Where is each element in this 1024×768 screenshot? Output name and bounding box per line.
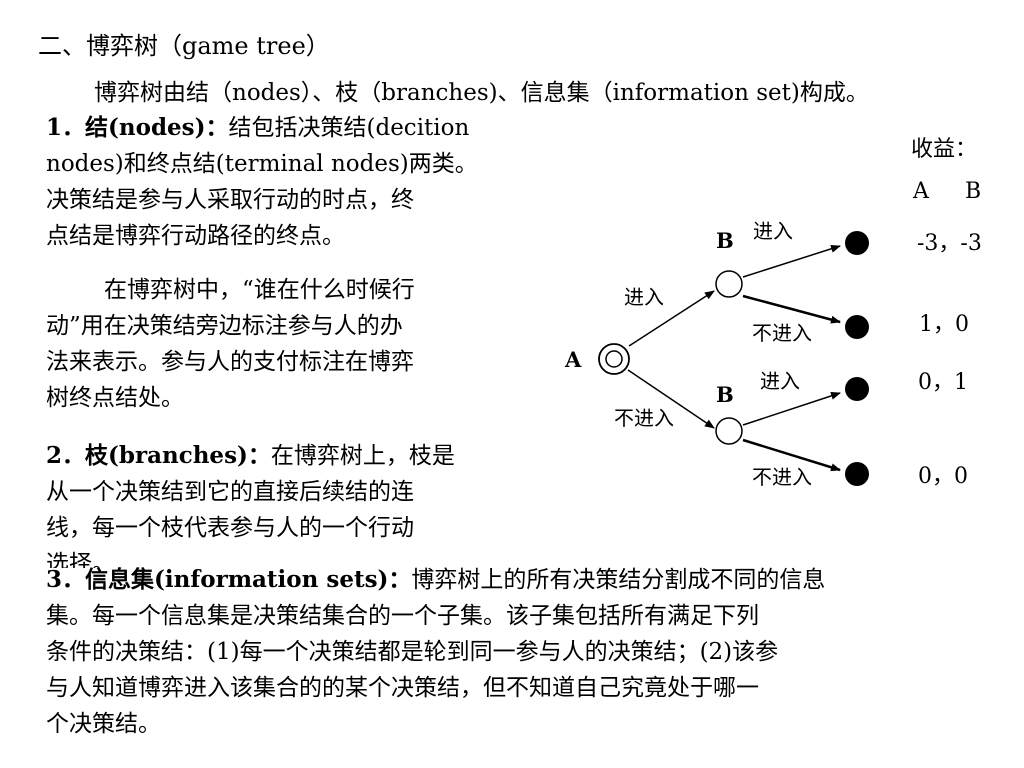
section-nodes-line: 点结是博弈行动路径的终点。 — [46, 223, 345, 249]
branch-root-enter — [628, 290, 715, 347]
root-decision-node-inner — [605, 350, 623, 368]
root-player-label: A — [564, 347, 582, 372]
section-branches-line: 从一个决策结到它的直接后续结的连 — [46, 479, 414, 505]
payoff-value: 0，0 — [918, 464, 968, 489]
node-b1-player-label: B — [716, 228, 734, 253]
branch-b1-not-enter — [742, 294, 841, 324]
payoff-header-b: B — [965, 179, 981, 204]
section-nodes-line: 决策结是参与人采取行动的时点，终 — [46, 187, 414, 213]
edge-label-b1-not-enter: 不进入 — [752, 321, 812, 345]
edge-label-b2-enter: 进入 — [760, 369, 800, 393]
terminal-node-1 — [845, 231, 869, 255]
notation-line: 树终点结处。 — [46, 385, 184, 411]
edge-label-root-not-enter: 不进入 — [614, 406, 674, 430]
terminal-node-2 — [845, 315, 869, 339]
edge-label-b1-enter: 进入 — [753, 219, 793, 243]
section-infosets-line: 条件的决策结：(1)每一个决策结都是轮到同一参与人的决策结；(2)该参 — [46, 639, 779, 665]
payoff-value: -3，-3 — [917, 231, 982, 256]
section-branches-line: 线，每一个枝代表参与人的一个行动 — [46, 515, 414, 541]
terminal-node-3 — [845, 377, 869, 401]
section-infosets-heading: 3．信息集(information sets)： — [46, 566, 412, 593]
section-nodes-heading: 1．结(nodes)： — [46, 114, 229, 141]
branch-b1-enter — [742, 244, 841, 278]
section-information-sets: 3．信息集(information sets)：博弈树上的所有决策结分割成不同的… — [46, 562, 825, 742]
intro-text: 博弈树由结（nodes）、枝（branches)、信息集（information… — [94, 80, 869, 106]
section-infosets-line: 个决策结。 — [46, 711, 161, 737]
section-branches-heading: 2．枝(branches)： — [46, 442, 271, 469]
edge-label-root-enter: 进入 — [624, 285, 664, 309]
branch-b2-enter — [742, 392, 841, 426]
notation-line: 动”用在决策结旁边标注参与人的办 — [46, 313, 403, 339]
decision-node-b2 — [715, 417, 743, 445]
terminal-node-4 — [845, 462, 869, 486]
section-branches-line: 在博弈树上，枝是 — [270, 443, 455, 469]
payoff-title: 收益： — [911, 137, 977, 162]
branch-b2-not-enter — [742, 438, 841, 472]
notation-line: 在博弈树中，“谁在什么时候行 — [104, 277, 415, 303]
notation-line: 法来表示。参与人的支付标注在博弈 — [46, 349, 414, 375]
branch-root-not-enter — [627, 369, 715, 429]
decision-node-b1 — [715, 270, 743, 298]
section-nodes-line: nodes)和终点结(terminal nodes)两类。 — [46, 151, 478, 177]
payoff-header-a: A — [912, 179, 930, 204]
section-branches: 2．枝(branches)：在博弈树上，枝是 从一个决策结到它的直接后续结的连 … — [46, 438, 455, 568]
section-branches-line: 选择。 — [46, 551, 115, 568]
node-b2-player-label: B — [716, 382, 734, 407]
section-nodes-notation: 在博弈树中，“谁在什么时候行 动”用在决策结旁边标注参与人的办 法来表示。参与人… — [46, 272, 415, 416]
payoff-value: 0，1 — [918, 370, 968, 395]
section-infosets-line: 与人知道博弈进入该集合的的某个决策结，但不知道自己究竟处于哪一 — [46, 675, 759, 701]
section-nodes-line: 结包括决策结(decition — [228, 115, 470, 141]
payoff-value: 1，0 — [919, 312, 969, 337]
section-nodes: 1．结(nodes)：结包括决策结(decition nodes)和终点结(te… — [46, 110, 478, 254]
edge-label-b2-not-enter: 不进入 — [752, 465, 812, 489]
section-infosets-line: 集。每一个信息集是决策结集合的一个子集。该子集包括所有满足下列 — [46, 603, 759, 629]
page-title: 二、博弈树（game tree） — [38, 32, 330, 60]
section-infosets-line: 博弈树上的所有决策结分割成不同的信息 — [411, 567, 826, 593]
